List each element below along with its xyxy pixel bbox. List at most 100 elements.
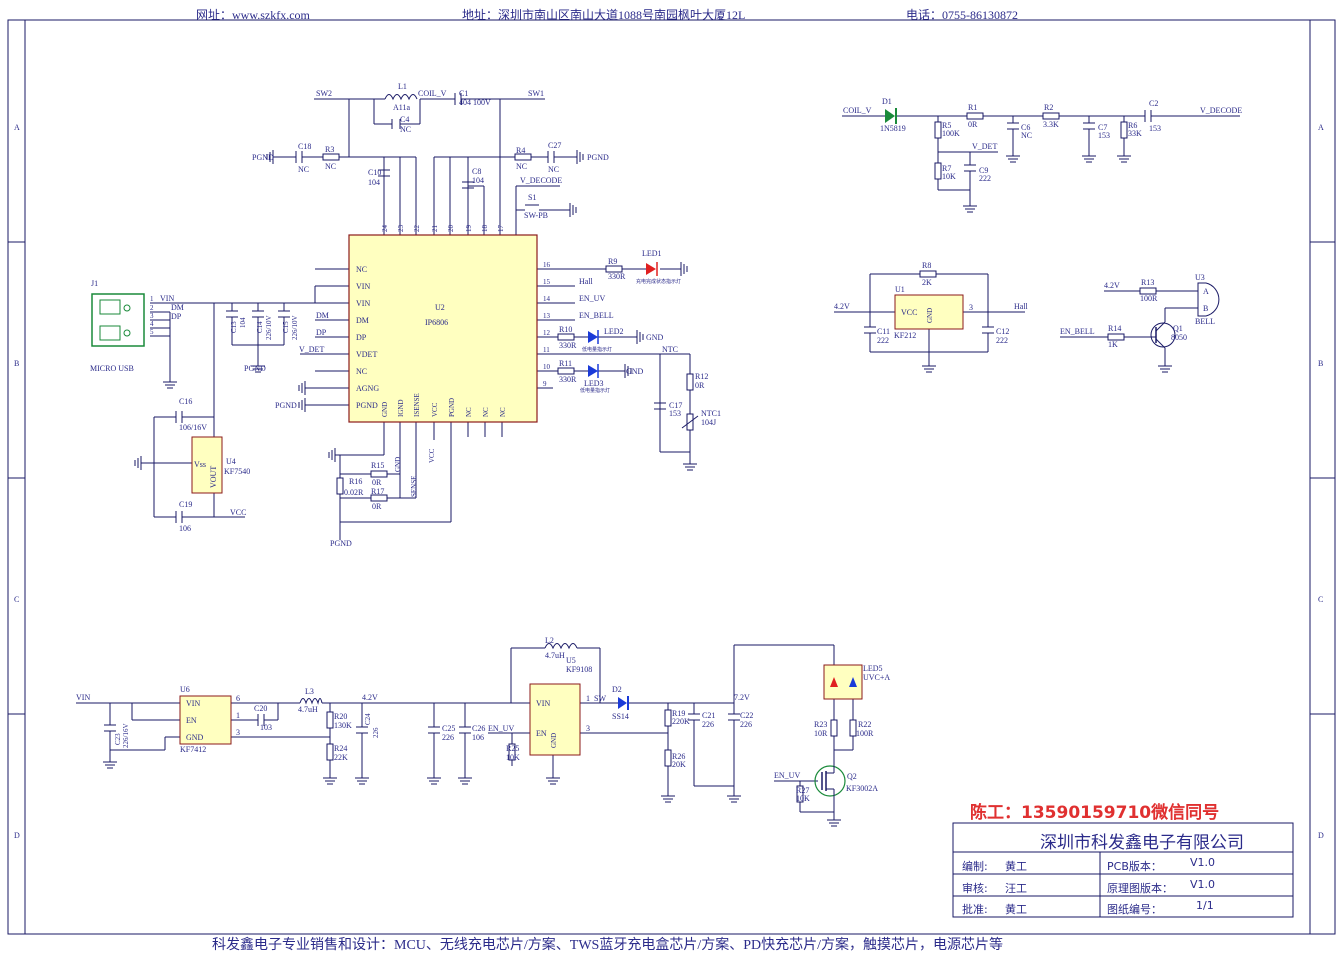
d1-ref: D1 — [882, 97, 892, 106]
r15-value: 0R — [372, 478, 382, 487]
ntc1-ref: NTC1 — [701, 409, 721, 418]
u1-pin-3: 3 — [969, 303, 973, 312]
l1-ref: L1 — [398, 82, 407, 91]
u4-value: KF7540 — [224, 467, 250, 476]
c14-ref: C14 — [256, 321, 264, 333]
q2-mosfet-icon — [814, 765, 846, 797]
r1-ref: R1 — [968, 103, 977, 112]
u2-pin-dm: DM — [356, 316, 369, 325]
c13-ref: C13 — [230, 321, 238, 333]
r1-value: 0R — [968, 120, 978, 129]
u4-pin-vout: VOUT — [209, 466, 218, 488]
u2-rpin-15: 15 — [543, 278, 551, 286]
r10-value: 330R — [559, 341, 577, 350]
tb-value-approver: 黄工 — [1005, 903, 1027, 916]
j1-ref: J1 — [91, 279, 98, 288]
r8-resistor — [919, 270, 937, 278]
r20-resistor — [326, 711, 334, 729]
u3-pin-a: A — [1203, 287, 1209, 296]
net-dm-1: DM — [171, 303, 184, 312]
c21-ref: C21 — [702, 711, 715, 720]
c15-ref: C15 — [282, 321, 290, 333]
c10-ref: C10 — [368, 168, 381, 177]
u5-pin-en: EN — [536, 729, 547, 738]
r4-value: NC — [516, 162, 527, 171]
c18-ref: C18 — [298, 142, 311, 151]
ntc1-value: 104J — [701, 418, 716, 427]
u6-value: KF7412 — [180, 745, 206, 754]
u5-pinnum-1: 1 — [586, 694, 590, 703]
tb-label-drawing-no: 图纸编号： — [1107, 903, 1162, 916]
u2-bpin-nc1: NC — [465, 407, 473, 417]
net-v-det-1: V_DET — [299, 345, 324, 354]
net-pgnd-3: PGND — [275, 401, 297, 410]
net-dp-2: DP — [316, 328, 327, 337]
u2-tpin-20: 20 — [447, 225, 455, 233]
r15-resistor — [370, 470, 388, 478]
net-vin-1: VIN — [160, 294, 174, 303]
net-gnd-2: GND — [626, 367, 644, 376]
led3-ref: LED3 — [584, 379, 604, 388]
u2-ic — [348, 234, 538, 423]
u3-value: BELL — [1195, 317, 1215, 326]
net-pgnd-5: PGND — [330, 539, 352, 548]
net-hall-1: Hall — [579, 277, 594, 286]
u2-rpin-9: 9 — [543, 380, 547, 388]
r26-resistor — [664, 749, 672, 767]
net-vcc-2: VCC — [428, 448, 436, 463]
net-sense: SENSE — [410, 476, 418, 497]
d2-value: SS14 — [612, 712, 629, 721]
led1-icon — [646, 263, 656, 275]
c11-value: 222 — [877, 336, 889, 345]
c7-value: 153 — [1098, 131, 1110, 140]
tb-label-schematic: 原理图版本： — [1107, 882, 1173, 895]
r14-resistor — [1107, 333, 1125, 341]
usb-connector-icon — [91, 293, 145, 347]
led2-ref: LED2 — [604, 327, 624, 336]
led3-value: 低电量指示灯 — [580, 387, 610, 394]
r22-resistor — [849, 719, 857, 737]
net-gnd-3: GND — [394, 457, 402, 472]
r7-value: 10K — [942, 172, 956, 181]
tb-label-approver: 批准: — [962, 903, 988, 916]
l3-inductor — [299, 698, 323, 705]
zone-left-d: D — [14, 831, 20, 840]
led1-value: 充电完成状态指示灯 — [636, 278, 681, 285]
u5-pin-gnd: GND — [550, 733, 558, 748]
u2-pin-nc2: NC — [356, 367, 367, 376]
r14-ref: R14 — [1108, 324, 1121, 333]
s1-ref: S1 — [528, 193, 536, 202]
r9-resistor — [605, 265, 623, 273]
u6-pin-vin: VIN — [186, 699, 200, 708]
usb-pin-4: 4 — [150, 320, 154, 328]
u2-tpin-17: 17 — [497, 225, 505, 233]
c27-value: NC — [548, 165, 559, 174]
c25-value: 226 — [442, 733, 454, 742]
net-coil-v-2: COIL_V — [843, 106, 872, 115]
r5-resistor — [934, 121, 942, 139]
u1-pin-vcc: VCC — [901, 308, 917, 317]
header-address: 地址：深圳市南山区南山大道1088号南园枫叶大厦12L — [462, 8, 746, 22]
r13-value: 100R — [1140, 294, 1158, 303]
net-hall-2: Hall — [1014, 302, 1029, 311]
net-42v-1: 4.2V — [834, 302, 850, 311]
u4-ic — [191, 436, 223, 494]
zone-right-c: C — [1318, 595, 1323, 604]
u4-ref: U4 — [226, 457, 236, 466]
r9-value: 330R — [608, 272, 626, 281]
c9-ref: C9 — [979, 166, 988, 175]
r8-ref: R8 — [922, 261, 931, 270]
u2-bpin-nc2: NC — [482, 407, 490, 417]
r8-value: 2K — [922, 278, 932, 287]
r7-ref: R7 — [942, 164, 951, 173]
usb-pin-2: 2 — [150, 304, 154, 312]
q1-value: 8050 — [1171, 333, 1187, 342]
usb-pin-3: 3 — [150, 312, 154, 320]
l2-ref: L2 — [545, 636, 554, 645]
c9-value: 222 — [979, 174, 991, 183]
u6-pinnum-6: 6 — [236, 694, 240, 703]
c4-ref: C4 — [400, 115, 409, 124]
c25-ref: C25 — [442, 724, 455, 733]
u4-pin-vss: Vss — [194, 460, 206, 469]
